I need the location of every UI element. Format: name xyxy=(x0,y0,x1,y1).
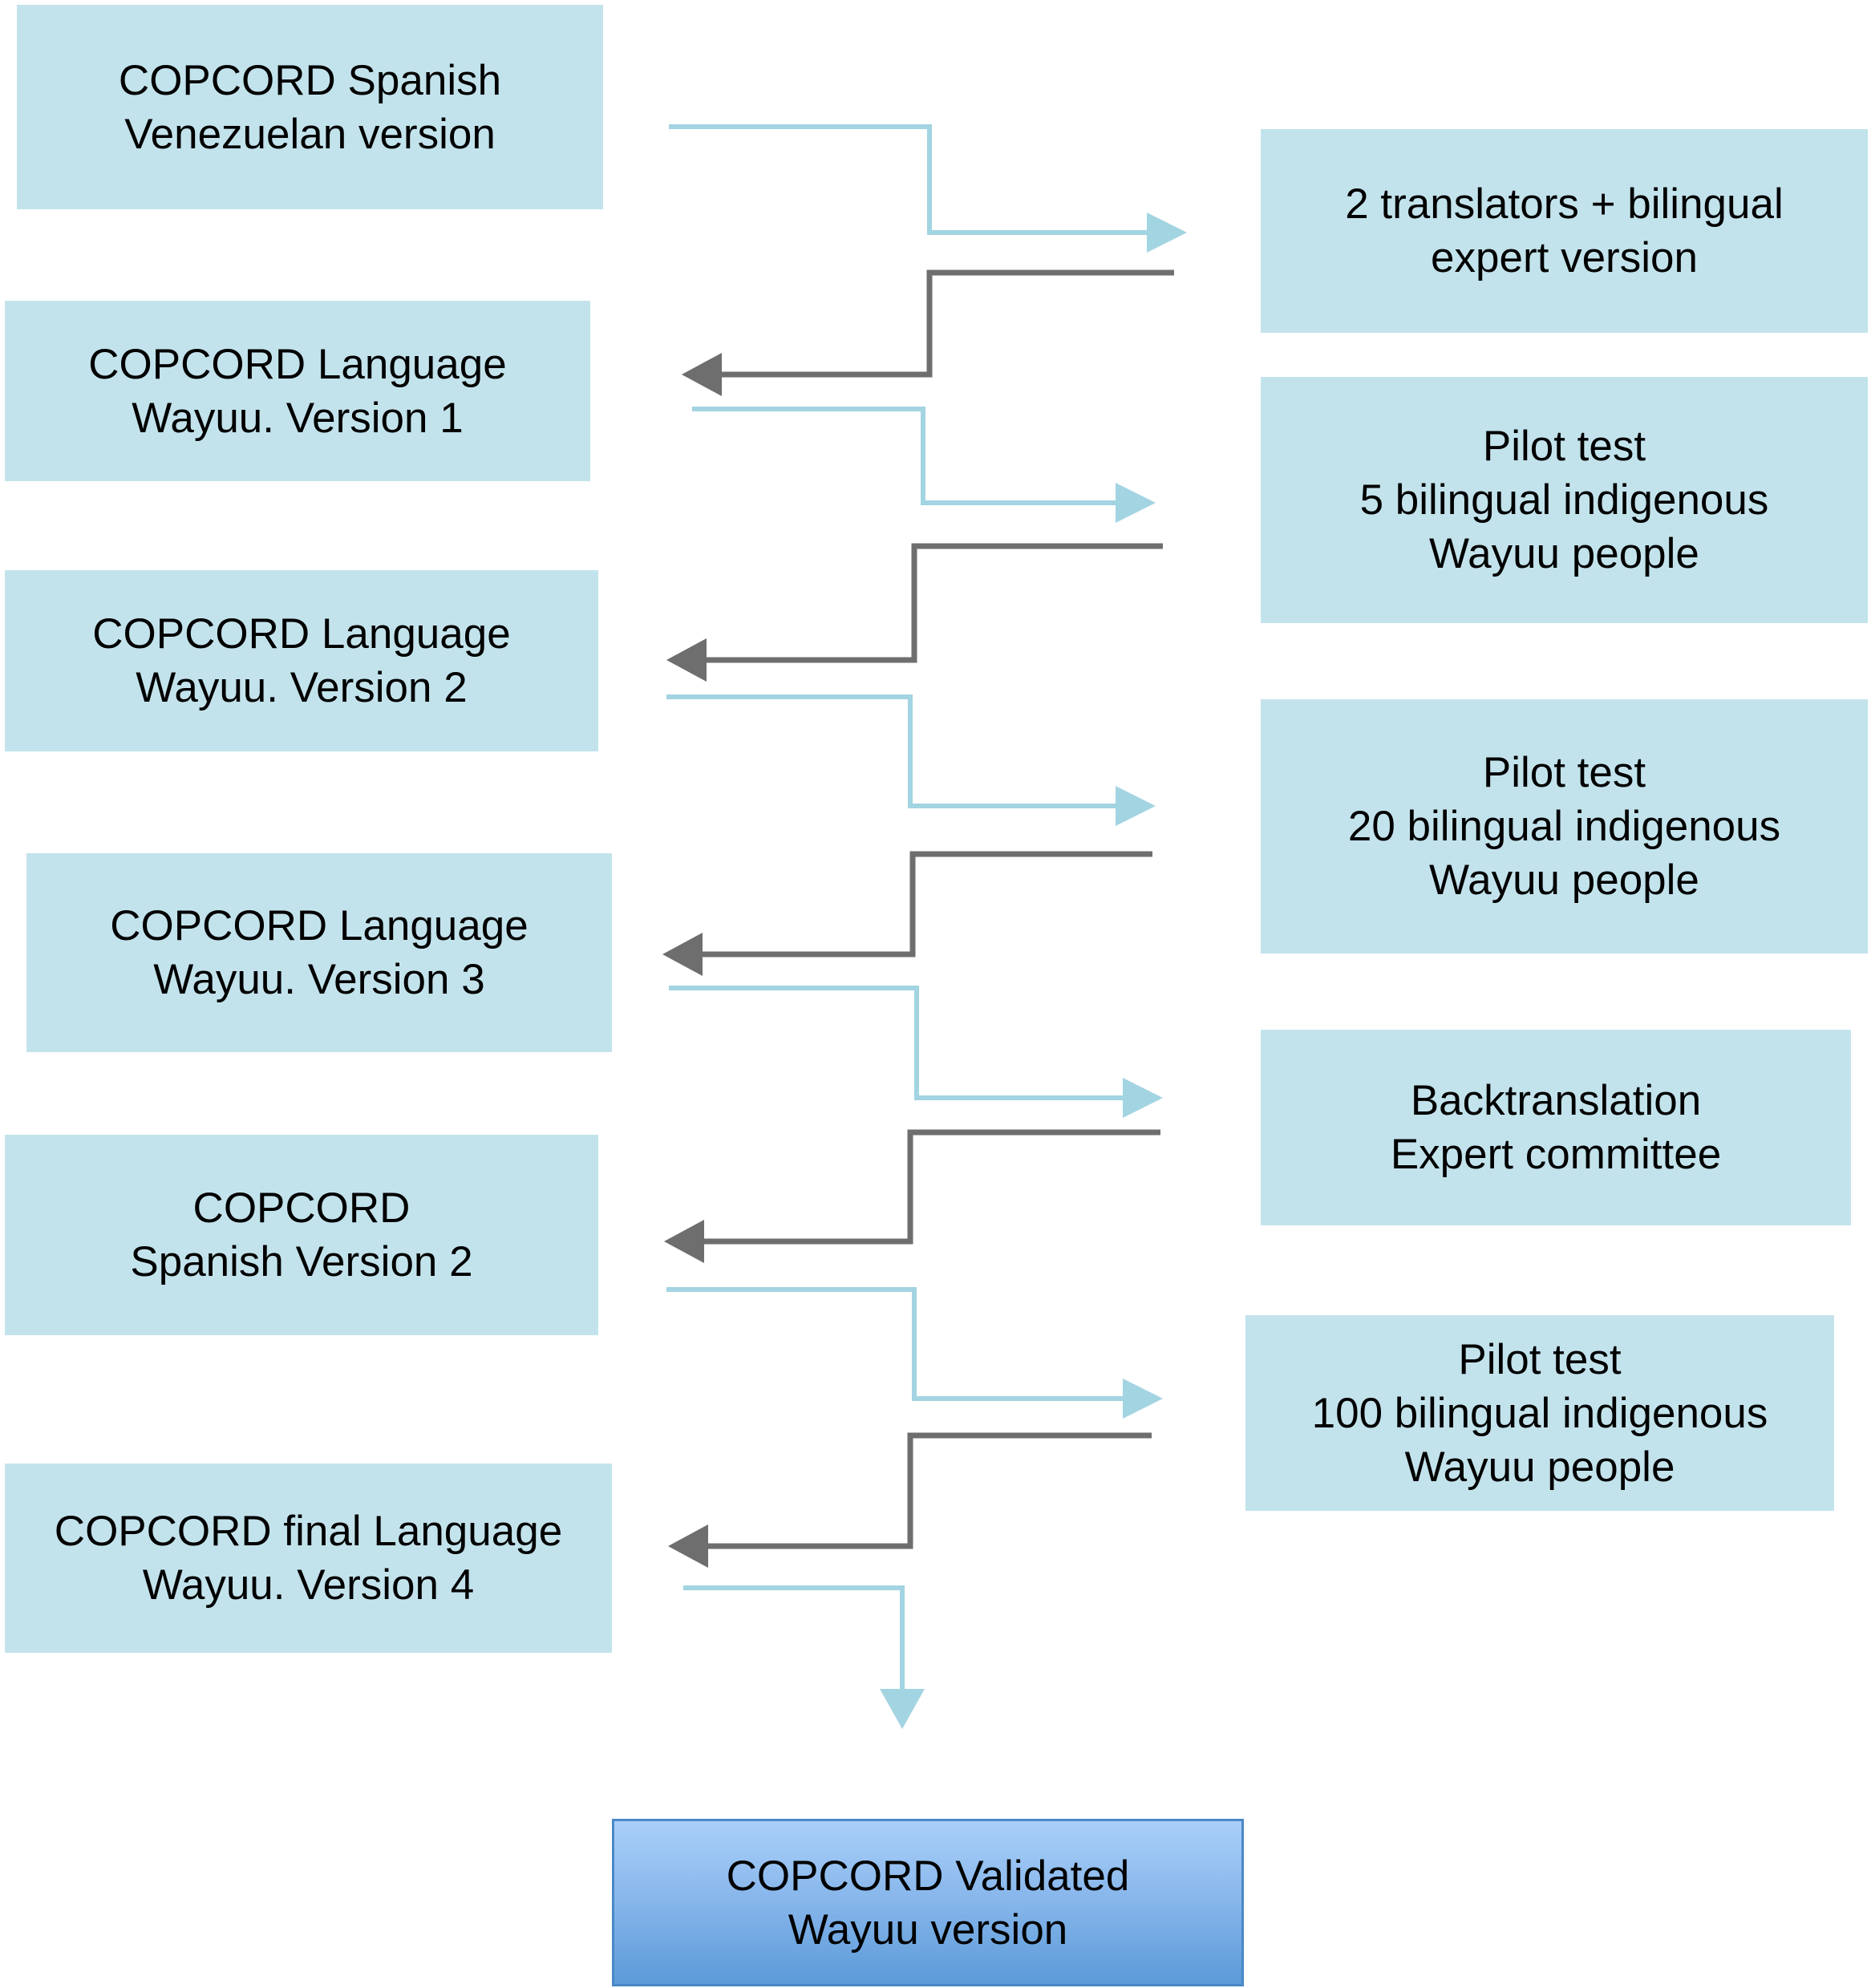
return-arrow-5 xyxy=(668,1432,1152,1568)
box-pilot-test-100: Pilot test 100 bilingual indigenous Wayu… xyxy=(1245,1315,1834,1511)
return-arrow-4 xyxy=(664,1129,1160,1263)
arrowhead-right-icon xyxy=(1123,1078,1163,1118)
box-translators-expert: 2 translators + bilingual expert version xyxy=(1261,129,1868,333)
box-copcord-spanish-venezuelan: COPCORD Spanish Venezuelan version xyxy=(17,5,603,209)
arrowhead-right-icon xyxy=(1116,786,1156,826)
forward-arrow-5 xyxy=(666,1287,1163,1419)
forward-arrow-2 xyxy=(692,407,1156,523)
forward-arrow-3 xyxy=(666,694,1156,826)
forward-arrow-1 xyxy=(669,124,1187,253)
box-pilot-test-5: Pilot test 5 bilingual indigenous Wayuu … xyxy=(1261,377,1868,623)
arrowhead-left-icon xyxy=(668,1524,708,1568)
forward-arrow-4 xyxy=(669,986,1163,1118)
box-spanish-version-2: COPCORD Spanish Version 2 xyxy=(5,1135,598,1335)
forward-arrow-final xyxy=(683,1585,925,1729)
arrowhead-left-icon xyxy=(666,638,707,682)
box-wayuu-version-3: COPCORD Language Wayuu. Version 3 xyxy=(26,853,612,1052)
arrowhead-right-icon xyxy=(1123,1379,1163,1419)
arrowhead-down-icon xyxy=(880,1689,925,1729)
box-pilot-test-20: Pilot test 20 bilingual indigenous Wayuu… xyxy=(1261,699,1868,954)
arrowhead-right-icon xyxy=(1116,483,1156,523)
box-backtranslation-committee: Backtranslation Expert committee xyxy=(1261,1030,1851,1225)
box-wayuu-version-1: COPCORD Language Wayuu. Version 1 xyxy=(5,301,590,481)
return-arrow-2 xyxy=(666,543,1163,682)
box-wayuu-version-2: COPCORD Language Wayuu. Version 2 xyxy=(5,570,598,751)
arrowhead-left-icon xyxy=(664,1220,704,1263)
return-arrow-1 xyxy=(682,269,1174,396)
arrowhead-left-icon xyxy=(682,353,722,396)
arrowhead-left-icon xyxy=(662,933,703,976)
box-wayuu-version-4-final: COPCORD final Language Wayuu. Version 4 xyxy=(5,1464,612,1653)
return-arrow-3 xyxy=(662,851,1152,976)
arrowhead-right-icon xyxy=(1147,213,1187,253)
box-validated-wayuu-version: COPCORD Validated Wayuu version xyxy=(612,1819,1244,1986)
